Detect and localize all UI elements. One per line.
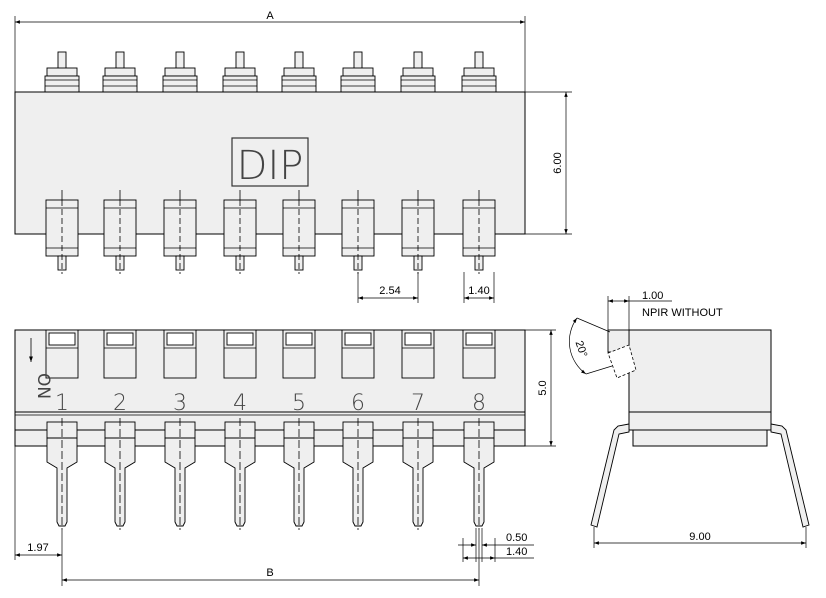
- top-actuator-5: [281, 51, 317, 93]
- top-slot-1: [45, 190, 79, 274]
- position-number-5: 5: [292, 391, 306, 416]
- top-slot-7: [401, 190, 435, 274]
- dim-pin-width: 0.50: [458, 528, 534, 562]
- front-window-5: [282, 329, 316, 379]
- front-pin-4: [224, 418, 256, 530]
- dim-body-width: 6.00: [525, 91, 572, 235]
- front-pin-5: [283, 418, 315, 530]
- front-window-6: [341, 329, 375, 379]
- side-lead-left: [590, 423, 630, 528]
- top-actuators: [44, 51, 497, 93]
- dip-logo-box: [231, 137, 309, 187]
- front-window-1: [45, 329, 79, 379]
- top-slot-3: [163, 190, 197, 274]
- dim-actuator-travel: 1.00: [607, 290, 672, 330]
- front-window-8: [462, 329, 496, 379]
- position-number-3: 3: [173, 391, 187, 416]
- top-actuator-3: [162, 51, 198, 93]
- top-slots: [45, 190, 496, 274]
- top-slot-2: [103, 190, 137, 274]
- front-body: [14, 329, 526, 413]
- front-view: 1 2 3 4 5 6 7 8 ON: [14, 329, 526, 530]
- dip-logo-text: DIP: [237, 143, 304, 189]
- top-slot-8: [462, 190, 496, 274]
- front-pin-8: [463, 418, 495, 530]
- front-window-4: [223, 329, 257, 379]
- front-pin-2: [104, 418, 136, 530]
- front-window-7: [401, 329, 435, 379]
- side-view: [590, 329, 810, 528]
- on-marking: ON: [33, 373, 53, 399]
- front-window-2: [103, 329, 137, 379]
- dim-a-label: A: [266, 10, 274, 22]
- position-number-2: 2: [113, 391, 127, 416]
- top-actuator-6: [340, 51, 376, 93]
- dim-actuator-travel-label: 1.00: [642, 290, 663, 302]
- top-actuator-4: [222, 51, 258, 93]
- dim-side-height-label: 5.0: [537, 380, 549, 395]
- position-number-4: 4: [233, 391, 247, 416]
- side-body: [628, 329, 772, 413]
- top-slot-5: [282, 190, 316, 274]
- front-pins: [46, 418, 495, 530]
- front-pin-7: [402, 418, 434, 530]
- dim-b: B: [62, 530, 480, 586]
- dim-lead-span-label: 9.00: [689, 531, 710, 543]
- dim-pin-land-label: 1.40: [506, 546, 527, 558]
- top-actuator-2: [102, 51, 138, 93]
- top-view: DIP: [14, 51, 526, 274]
- top-slot-4: [223, 190, 257, 274]
- top-actuator-7: [400, 51, 436, 93]
- position-numbers: 1 2 3 4 5 6 7 8: [55, 391, 486, 416]
- front-windows: [45, 329, 496, 379]
- front-pin-6: [342, 418, 374, 530]
- dim-b-label: B: [266, 567, 273, 579]
- dim-actuator-angle: 20°: [569, 317, 613, 375]
- dim-edge-offset-label: 1.97: [27, 542, 48, 554]
- dim-lead-span: 9.00: [593, 527, 807, 548]
- dim-pin-land: 1.40: [462, 538, 534, 562]
- dim-body-width-label: 6.00: [552, 152, 564, 173]
- front-pin-3: [164, 418, 196, 530]
- top-actuator-1: [44, 51, 80, 93]
- side-standoff: [632, 429, 768, 447]
- front-standoff: [14, 429, 526, 447]
- position-number-1: 1: [55, 391, 69, 416]
- front-pin-1: [46, 418, 78, 530]
- side-lead-right: [770, 423, 810, 528]
- dim-side-height: 5.0: [525, 329, 556, 447]
- side-actuator-tilted: [607, 344, 637, 379]
- dim-pitch: 2.54: [357, 272, 419, 303]
- front-window-3: [163, 329, 197, 379]
- side-base: [628, 411, 772, 431]
- position-number-6: 6: [351, 391, 365, 416]
- dim-actuator-angle-label: 20°: [573, 339, 590, 359]
- top-slot-6: [341, 190, 375, 274]
- dim-actuator-width-label: 1.40: [468, 285, 489, 297]
- position-number-8: 8: [472, 391, 486, 416]
- npir-note: NPIR WITHOUT: [642, 307, 723, 319]
- dim-edge-offset: 1.97: [14, 446, 63, 586]
- dim-pin-width-label: 0.50: [506, 532, 527, 544]
- dim-pitch-label: 2.54: [379, 285, 400, 297]
- top-actuator-8: [461, 51, 497, 93]
- dim-a: A: [14, 10, 526, 92]
- dim-actuator-width: 1.40: [463, 272, 495, 303]
- position-number-7: 7: [411, 391, 425, 416]
